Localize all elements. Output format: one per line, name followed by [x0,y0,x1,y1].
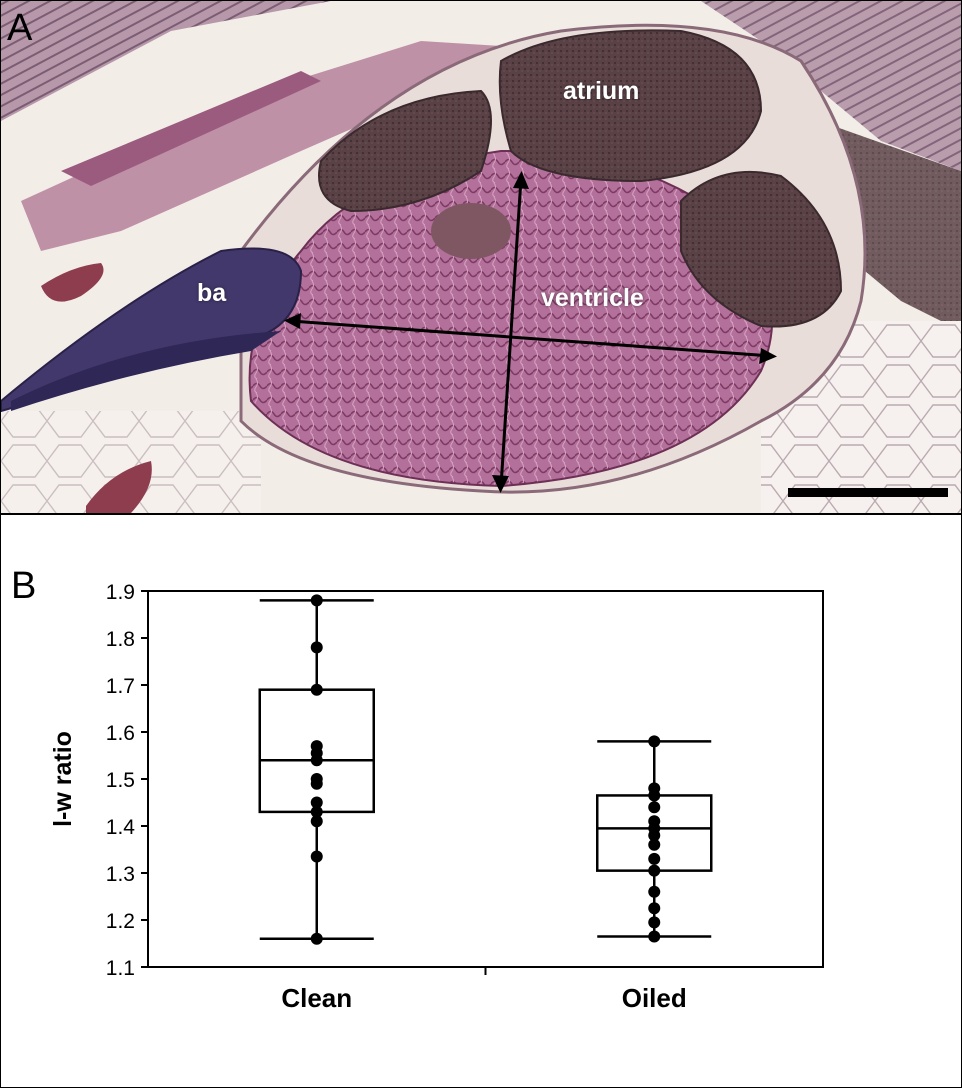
scale-bar [788,488,948,497]
y-tick-label: 1.1 [106,957,135,980]
y-tick-label: 1.7 [106,675,135,698]
data-point-clean [310,850,323,863]
plot-frame [147,590,824,968]
y-tick-label: 1.6 [106,722,135,745]
data-point-clean [310,815,323,828]
data-point-oiled [648,735,661,748]
data-point-oiled [648,916,661,929]
data-point-oiled [648,864,661,877]
data-point-clean [310,805,323,818]
data-point-oiled [648,852,661,865]
data-point-oiled [648,838,661,851]
panel-a-micrograph: A atrium ventricle ba [1,1,961,515]
data-point-clean [310,683,323,696]
data-point-oiled [648,782,661,795]
data-point-clean [310,594,323,607]
panel-a-letter: A [7,7,33,49]
y-axis-label: l-w ratio [49,731,77,827]
y-tick-label: 1.9 [106,581,135,604]
x-tick-label-clean: Clean [281,983,352,1013]
data-point-oiled [648,902,661,915]
x-tick-label-oiled: Oiled [622,983,687,1013]
y-tick-label: 1.5 [106,769,135,792]
data-point-clean [310,641,323,654]
panel-b-letter: B [11,565,37,607]
histology-image [1,1,961,513]
bulbus-arteriosus-label: ba [197,279,227,307]
data-point-oiled [648,801,661,814]
data-point-oiled [648,815,661,828]
data-point-oiled [648,885,661,898]
data-point-clean [310,932,323,945]
data-point-clean [310,740,323,753]
y-tick-label: 1.8 [106,628,135,651]
ventricle-label: ventricle [541,284,644,312]
length-arrow [290,319,772,358]
y-tick-label: 1.2 [106,910,135,933]
atrium-label: atrium [563,77,640,105]
box-plot: 1.1 1.2 1.3 1.4 1.5 1.6 1.7 1.8 1.9 l-w ratioClea… [49,581,824,1013]
data-point-oiled [648,930,661,943]
data-point-clean [310,796,323,809]
y-tick-label: 1.4 [106,816,136,839]
y-tick-label: 1.3 [106,863,135,886]
data-point-clean [310,773,323,785]
width-arrow [499,178,523,487]
